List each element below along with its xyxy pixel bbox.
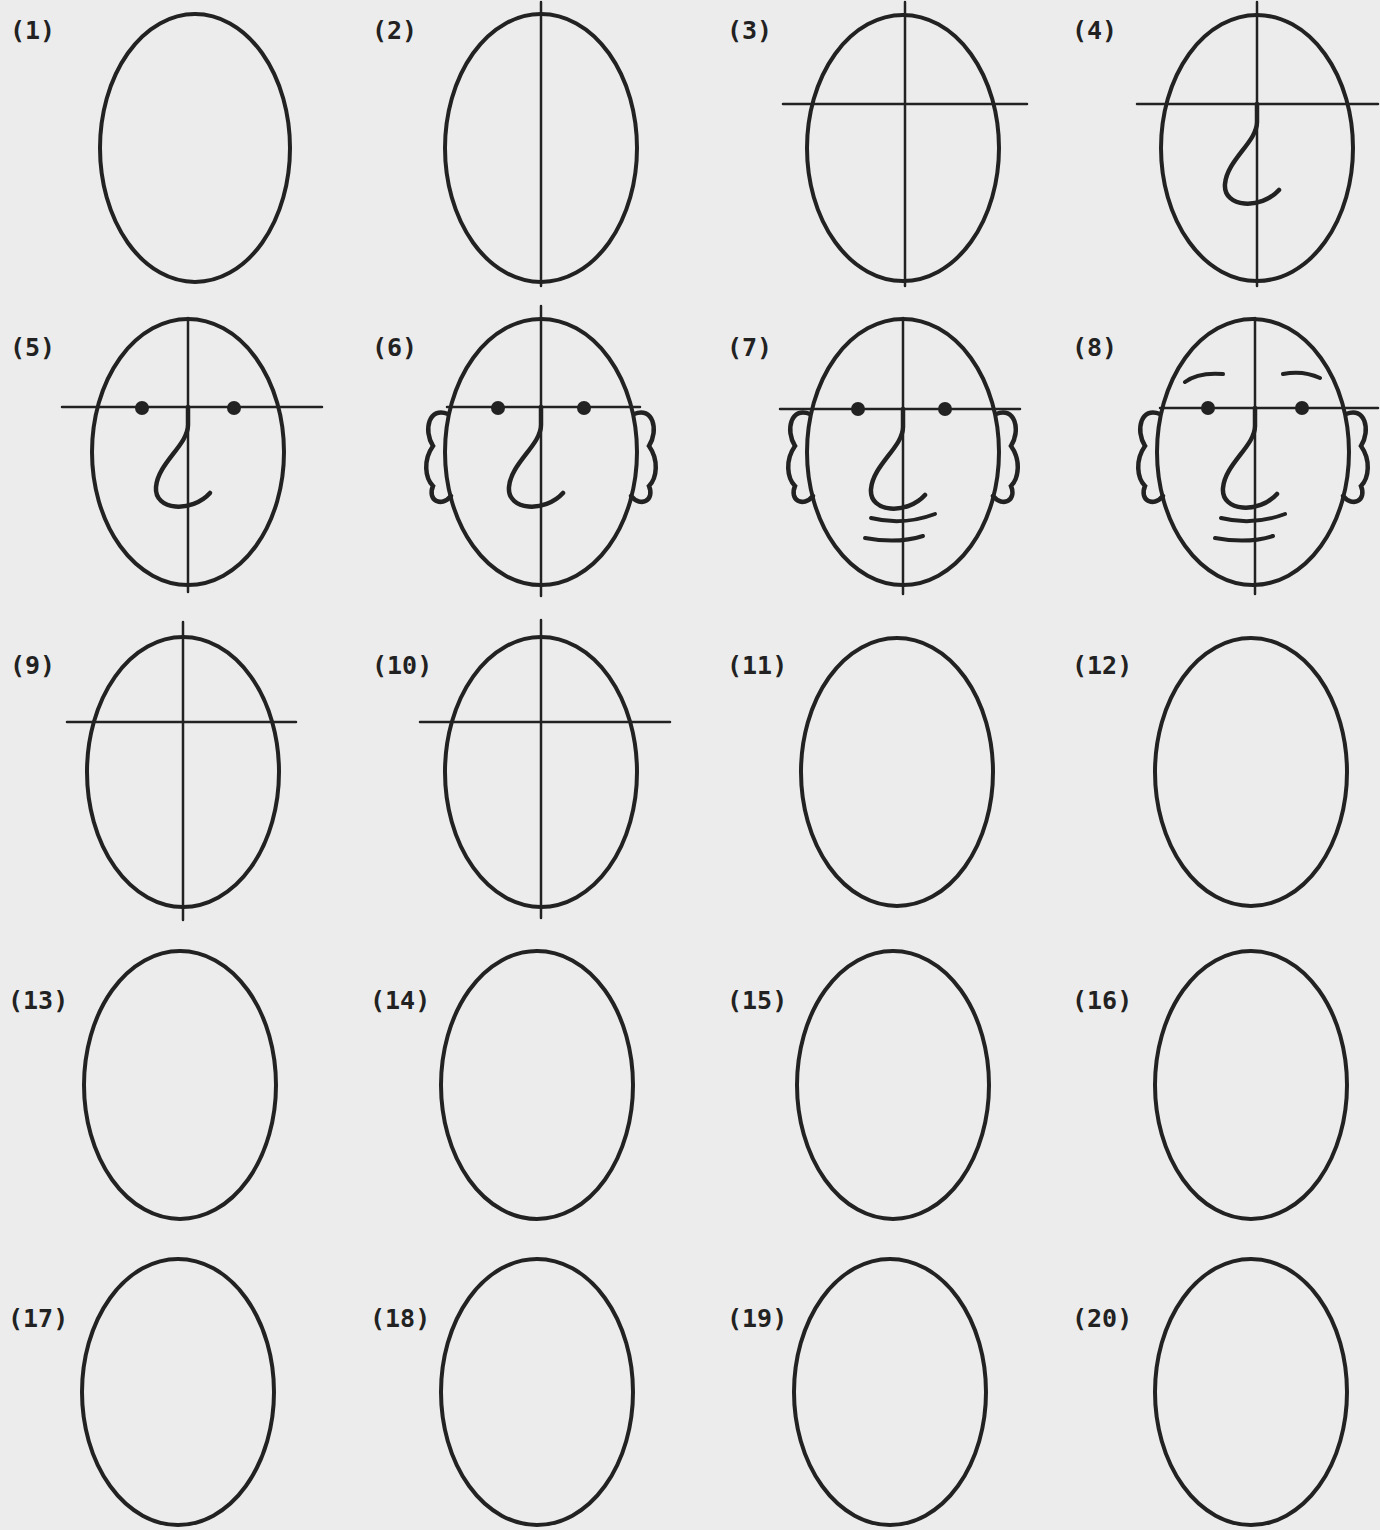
- step-number: (10): [372, 653, 432, 678]
- step-number: (2): [372, 18, 417, 43]
- step-number: (9): [10, 653, 55, 678]
- step-number: (11): [727, 653, 787, 678]
- step-number: (3): [727, 18, 772, 43]
- step-number: (4): [1072, 18, 1117, 43]
- step-number: (1): [10, 18, 55, 43]
- step-number: (14): [370, 988, 430, 1013]
- step-number: (7): [727, 335, 772, 360]
- step-number: (5): [10, 335, 55, 360]
- step-number: (20): [1072, 1306, 1132, 1331]
- step-number: (17): [8, 1306, 68, 1331]
- step-number: (6): [372, 335, 417, 360]
- step-number: (12): [1072, 653, 1132, 678]
- step-number: (15): [727, 988, 787, 1013]
- step-number: (13): [8, 988, 68, 1013]
- step-number: (19): [727, 1306, 787, 1331]
- step-number: (16): [1072, 988, 1132, 1013]
- step-number: (8): [1072, 335, 1117, 360]
- step-number: (18): [370, 1306, 430, 1331]
